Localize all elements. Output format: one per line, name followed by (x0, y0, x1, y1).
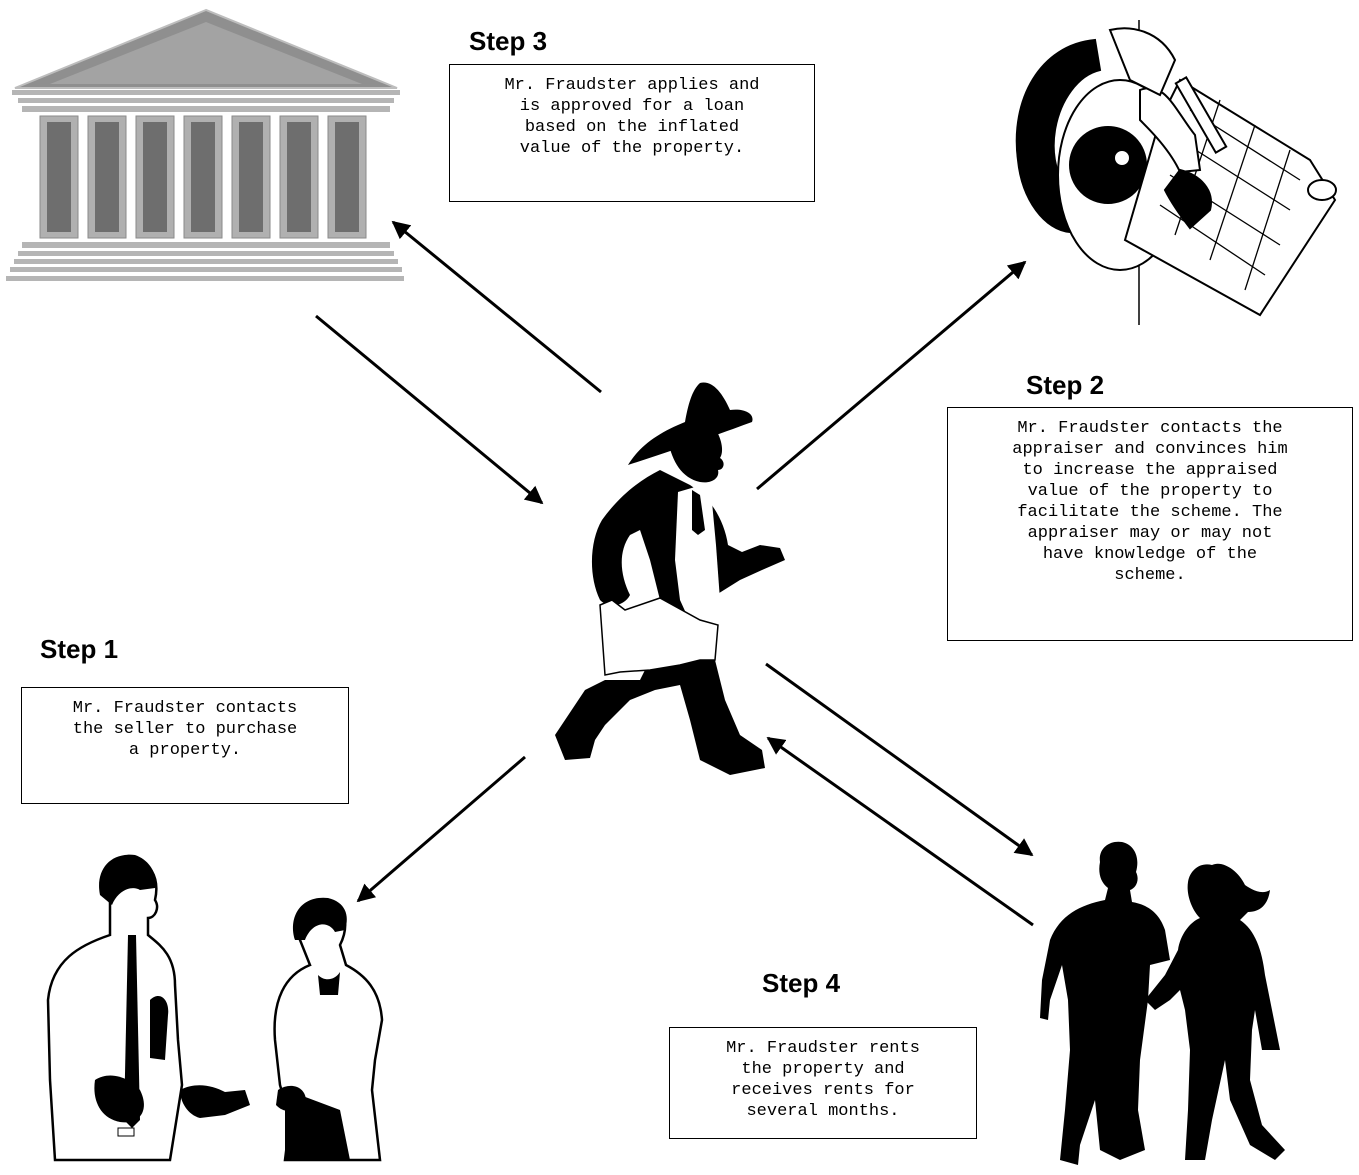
handshake-business-people-icon (46, 854, 384, 1162)
bank-building-icon (6, 8, 404, 281)
step-1-title: Step 1 (40, 634, 119, 664)
arrow-bank-to-fraudster (315, 314, 544, 505)
step-4-text: Mr. Fraudster rents the property and rec… (726, 1039, 920, 1121)
step-2-text: Mr. Fraudster contacts the appraiser and… (1012, 419, 1288, 585)
young-couple-icon (1040, 841, 1285, 1165)
flow-arrows (315, 220, 1034, 927)
step-2-box: Mr. Fraudster contacts the appraiser and… (947, 407, 1353, 641)
arrow-fraudster-to-bank (391, 220, 602, 394)
appraiser-at-desk-icon (1015, 20, 1337, 325)
arrow-renters-to-fraudster (766, 736, 1034, 927)
step-2-title: Step 2 (1026, 370, 1105, 400)
arrow-fraudster-to-appraiser (756, 260, 1027, 491)
step-3-title: Step 3 (469, 26, 548, 56)
step-3-text: Mr. Fraudster applies and is approved fo… (504, 76, 760, 158)
arrow-fraudster-to-seller (356, 755, 526, 903)
step-4-title: Step 4 (762, 968, 841, 998)
step-3-box: Mr. Fraudster applies and is approved fo… (449, 64, 815, 202)
step-4-box: Mr. Fraudster rents the property and rec… (669, 1027, 977, 1139)
step-1-text: Mr. Fraudster contacts the seller to pur… (72, 699, 298, 760)
step-1-box: Mr. Fraudster contacts the seller to pur… (21, 687, 349, 804)
arrow-fraudster-to-renters (765, 662, 1034, 857)
walking-man-with-hat-icon (555, 382, 785, 775)
